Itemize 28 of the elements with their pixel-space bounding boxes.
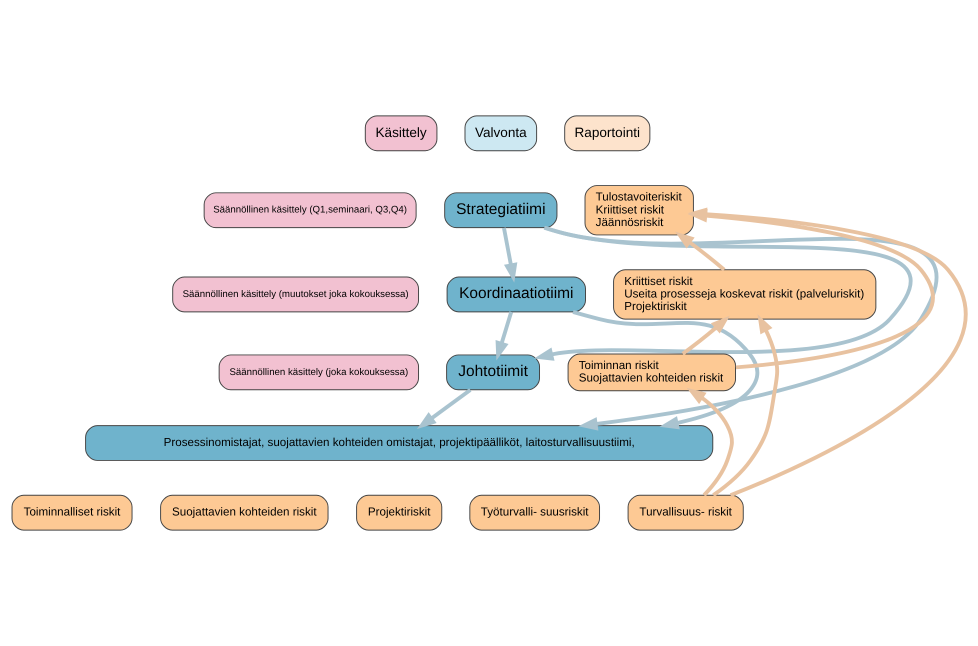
arrow [686,388,734,496]
node-box: Koordinaatiotiimi [446,276,586,312]
node-box: Turvallisuus- riskit [628,494,744,531]
arrow [544,226,938,431]
node-box: Kriittiset riskit Useita prosesseja koskevat riskit (palveluriskit) Projektiriskit [613,269,876,320]
node-box: Suojattavien kohteiden riskit [160,494,329,531]
arrow [534,226,912,361]
arrow [712,314,780,497]
arrow [674,232,726,272]
arrow [682,316,730,356]
node-box: Säännöllinen käsittely (joka kokouksessa) [218,354,420,390]
node-box: Projektiriskit [356,494,442,531]
node-box: Säännöllinen käsittely (Q1,seminaari, Q3,Q4) [204,192,417,228]
arrow [502,228,518,283]
node-box: Valvonta [464,115,538,152]
arrow [496,311,514,361]
node-box: Prosessinomistajat, suojattavien kohteiden omistajat, projektipäälliköt, laitosturvallisuustiimi, [85,425,714,461]
node-box: Raportointi [564,115,650,152]
node-box: Käsittely [364,115,438,152]
node-box: Johtotiimit [446,354,540,390]
node-box: Työturvalli- suusriskit [469,494,600,531]
arrow [572,310,760,430]
arrow [416,388,472,430]
node-box: Säännöllinen käsittely (muutokset joka kokouksessa) [172,276,420,312]
node-box: Tulostavoiteriskit Kriittiset riskit Jäännösriskit [584,185,694,236]
node-box: Toiminnalliset riskit [12,494,133,531]
node-box: Strategiatiimi [444,192,558,228]
node-box: Toiminnan riskit Suojattavien kohteiden riskit [568,353,736,392]
